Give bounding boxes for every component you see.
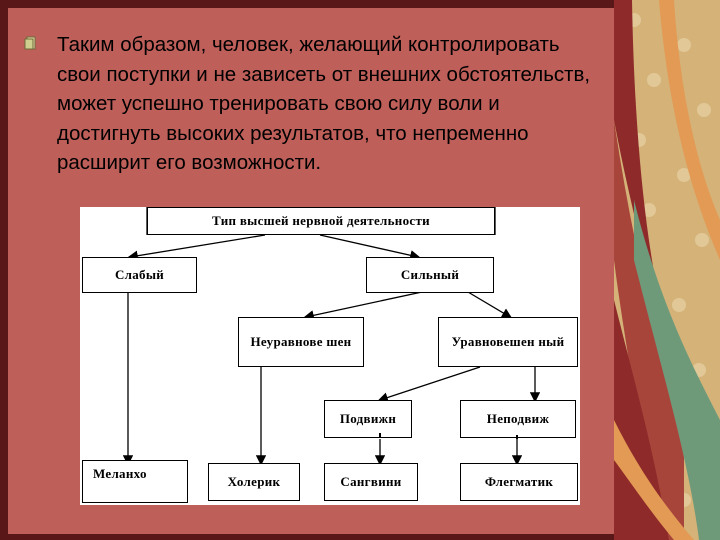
- decorative-pattern: [614, 0, 720, 540]
- arrow-root-strong: [319, 234, 421, 261]
- tick-mark: [516, 435, 518, 439]
- tick-mark: [379, 433, 381, 437]
- box-unbalanced: Неуравнове шен: [238, 317, 364, 367]
- arrow-strong-balanced: [467, 291, 513, 319]
- arrow-root-weak: [127, 234, 266, 261]
- box-choleric: Холерик: [208, 463, 300, 501]
- box-root: Тип высшей нервной деятельности: [147, 207, 495, 235]
- box-weak: Слабый: [82, 257, 197, 293]
- bullet-icon: [24, 36, 36, 50]
- temperament-diagram: Тип высшей нервной деятельности Слабый С…: [80, 207, 580, 505]
- box-strong: Сильный: [366, 257, 494, 293]
- arrow-balanced-mobile: [377, 366, 481, 403]
- box-mobile: Подвижн: [324, 400, 412, 438]
- box-phlegmatic: Флегматик: [460, 463, 578, 501]
- box-immobile: Неподвиж: [460, 400, 576, 438]
- arrow-strong-unbalanced: [303, 291, 423, 321]
- body-paragraph: Таким образом, человек, желающий контрол…: [57, 33, 591, 174]
- box-sanguine: Сангвини: [324, 463, 418, 501]
- box-melancholic: Меланхо: [82, 460, 188, 503]
- diagram-connectors: [122, 207, 541, 466]
- box-balanced: Уравновешен ный: [438, 317, 578, 367]
- decorative-border: [614, 0, 720, 540]
